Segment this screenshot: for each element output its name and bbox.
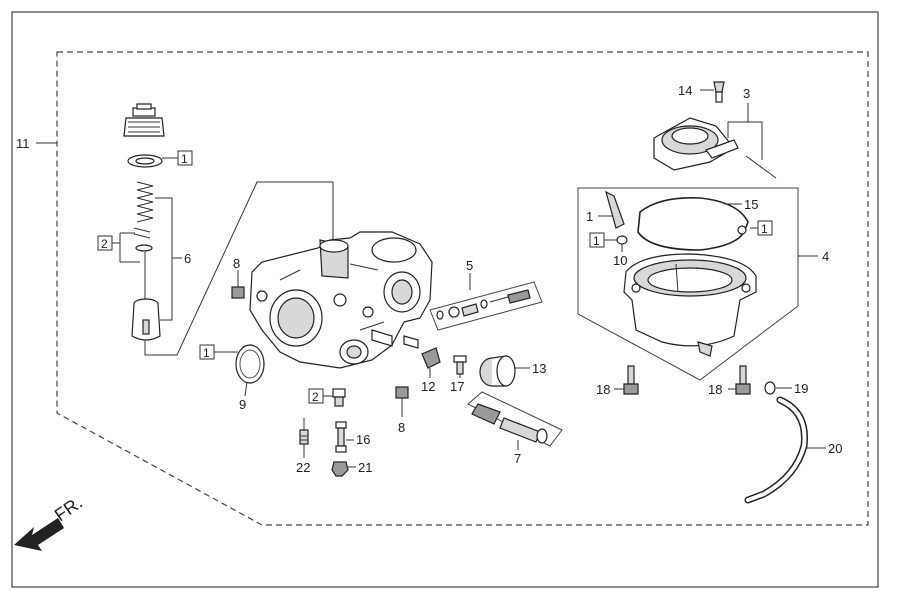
callout-5: 5	[466, 258, 473, 273]
part-12-bracket	[421, 347, 441, 369]
part-8-top	[231, 286, 245, 299]
ref-box-jet	[308, 388, 324, 404]
part-14-screw	[713, 81, 725, 103]
callout-7: 7	[514, 451, 521, 466]
ref-box-jet-num: 2	[312, 390, 319, 404]
float-group-outline	[577, 187, 799, 381]
slide-spring	[136, 181, 154, 223]
part-10-washer	[616, 235, 628, 245]
ref-box-gasket-num: 1	[761, 222, 768, 236]
pilot-screw-set	[436, 289, 531, 320]
part-22-needle-jet	[299, 418, 309, 445]
callout-8-bottom: 8	[398, 420, 405, 435]
float-bowl	[623, 253, 757, 357]
ref-box-clip	[97, 235, 113, 251]
part-13-cap	[479, 355, 516, 387]
callout-12: 12	[421, 379, 435, 394]
callout-16: 16	[356, 432, 370, 447]
outer-frame	[11, 11, 879, 588]
callout-18-left: 18	[596, 382, 610, 397]
part-17-screw	[453, 355, 467, 375]
part-21-main-jet	[331, 461, 349, 477]
slide-to-body-line	[144, 181, 334, 356]
part-15-gasket	[637, 196, 749, 251]
part-20-drain-tube	[744, 396, 808, 504]
callout-17: 17	[450, 379, 464, 394]
front-arrow-icon	[14, 518, 64, 551]
callout-11: 11	[16, 136, 30, 151]
carburetor-body	[249, 231, 433, 369]
ref-box-cap	[177, 150, 193, 166]
part-18-bolt-right	[735, 365, 751, 395]
part-8-bottom	[395, 386, 409, 399]
bracket-3	[727, 121, 763, 160]
part-9-oring	[235, 344, 265, 384]
callout-9: 9	[239, 397, 246, 412]
callout-22: 22	[296, 460, 310, 475]
set-5-box	[429, 281, 543, 331]
callout-21: 21	[358, 460, 372, 475]
part-16-jet	[335, 421, 347, 453]
callout-19: 19	[794, 381, 808, 396]
callout-4: 4	[822, 249, 829, 264]
part-18-bolt-left	[623, 365, 639, 395]
callout-15: 15	[744, 197, 758, 212]
assembly-boundary	[56, 51, 869, 526]
slide-top-cap	[123, 103, 165, 137]
ref-box-washer-num: 1	[593, 234, 600, 248]
idle-jet	[332, 388, 346, 407]
callout-3: 3	[743, 86, 750, 101]
callout-14: 14	[678, 83, 692, 98]
throttle-stop-screw	[471, 403, 548, 444]
cap-washer	[127, 154, 163, 168]
ref-box-oring-num: 1	[203, 346, 210, 360]
needle-clip	[133, 227, 153, 252]
callout-13: 13	[532, 361, 546, 376]
callout-10: 10	[613, 253, 627, 268]
ref-box-clip-num: 2	[101, 237, 108, 251]
throttle-slide	[131, 298, 161, 341]
ref-box-oring	[199, 344, 215, 360]
ref-box-washer	[589, 232, 605, 248]
callout-6: 6	[184, 251, 191, 266]
callout-18-right: 18	[708, 382, 722, 397]
ref-box-cap-num: 1	[181, 152, 188, 166]
ref-box-gasket	[757, 220, 773, 236]
part-3-choke	[653, 117, 777, 179]
bracket-6	[155, 197, 173, 321]
part-1-float-needle	[605, 190, 625, 229]
callout-20: 20	[828, 441, 842, 456]
part-19-clip	[764, 381, 776, 395]
callout-8-top: 8	[233, 256, 240, 271]
callout-1: 1	[586, 209, 593, 224]
